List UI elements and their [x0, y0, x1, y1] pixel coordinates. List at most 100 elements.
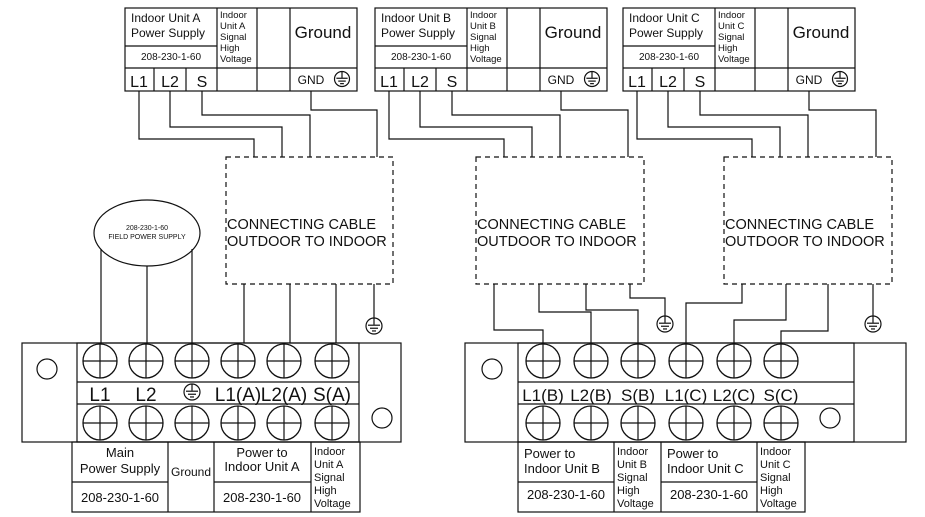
wire — [585, 284, 639, 343]
ground-icon — [365, 317, 383, 335]
ground-label: Ground — [793, 23, 850, 42]
outdoor-right-wires — [493, 284, 882, 343]
signal-label: High — [760, 485, 783, 497]
power-supply-title: Indoor Unit A — [131, 11, 200, 25]
screw-terminal — [314, 405, 350, 441]
power-voltage: 208-230-1-60 — [223, 490, 301, 505]
main-supply-label: Power Supply — [80, 461, 161, 476]
signal-label: High — [718, 43, 738, 54]
cable-label: CONNECTING CABLE — [227, 217, 376, 233]
wire — [310, 91, 378, 157]
wire — [667, 91, 781, 157]
wire — [733, 284, 787, 343]
indoor-unit-frame — [124, 7, 358, 92]
terminal-label-s: S — [197, 74, 208, 91]
terminal-sb: S(B) — [621, 386, 655, 405]
ground-label: Ground — [295, 23, 352, 42]
signal-label: Indoor — [314, 446, 346, 458]
screw-terminal — [668, 343, 704, 379]
screw-terminal — [620, 343, 656, 379]
terminal-l2a: L2(A) — [261, 385, 307, 406]
label-table — [71, 441, 361, 513]
screw-terminal — [220, 343, 256, 379]
terminal-label-l2: L2 — [161, 74, 179, 91]
screw-terminal — [174, 405, 210, 441]
screw-terminal — [716, 405, 752, 441]
signal-label: Indoor — [617, 446, 649, 458]
ground-icon — [183, 383, 201, 401]
screw-terminal — [128, 405, 164, 441]
terminal-l1c: L1(C) — [665, 386, 708, 405]
cable-label: OUTDOOR TO INDOOR — [227, 234, 387, 250]
signal-label: Signal — [220, 32, 246, 43]
screw-terminal — [763, 343, 799, 379]
signal-label: Unit B — [617, 459, 647, 471]
screw-terminal — [314, 343, 350, 379]
screw-terminal — [82, 405, 118, 441]
signal-label: Voltage — [314, 498, 351, 510]
terminal-l1a: L1(A) — [215, 385, 261, 406]
power-to-label: Indoor Unit A — [224, 459, 299, 474]
power-to-label: Indoor Unit B — [524, 461, 600, 476]
wire — [201, 91, 311, 157]
mounting-hole — [371, 407, 393, 429]
wire — [138, 91, 255, 157]
power-to-label: Indoor Unit C — [667, 461, 744, 476]
power-supply-title: Indoor Unit C — [629, 11, 700, 25]
voltage-label: 208-230-1-60 — [670, 487, 748, 502]
terminal-label-l1: L1 — [380, 74, 398, 91]
power-to-label: Power to — [236, 445, 287, 460]
field-supply-ellipse — [93, 199, 201, 267]
signal-label: Voltage — [220, 54, 252, 65]
mounting-hole — [36, 358, 58, 380]
terminal-label-l2: L2 — [659, 74, 677, 91]
ground-icon — [583, 70, 601, 88]
field-supply-voltage: 208-230-1-60 — [126, 225, 168, 232]
signal-label: Indoor — [760, 446, 792, 458]
gnd-label: GND — [796, 73, 823, 87]
terminal-l1b: L1(B) — [522, 386, 564, 405]
screw-terminal — [82, 343, 118, 379]
terminal-l2c: L2(C) — [713, 386, 756, 405]
wire — [636, 91, 753, 157]
signal-label: Voltage — [718, 54, 750, 65]
terminal-l2: L2 — [135, 385, 156, 406]
main-supply-label: Main — [106, 445, 134, 460]
outdoor-left-wires — [243, 284, 383, 343]
wire — [169, 91, 283, 157]
wire — [808, 91, 877, 157]
voltage-label: 208-230-1-60 — [391, 52, 451, 63]
voltage-label: 208-230-1-60 — [141, 52, 201, 63]
ground-icon — [656, 315, 674, 333]
signal-label: High — [617, 485, 640, 497]
main-voltage: 208-230-1-60 — [81, 490, 159, 505]
signal-label: Signal — [470, 32, 496, 43]
cable-label: OUTDOOR TO INDOOR — [477, 234, 637, 250]
gnd-label: GND — [298, 73, 325, 87]
signal-label: Signal — [718, 32, 744, 43]
mounting-hole — [481, 358, 503, 380]
screw-terminal — [716, 343, 752, 379]
signal-label: Voltage — [470, 54, 502, 65]
wire — [451, 91, 561, 157]
ground-icon — [831, 70, 849, 88]
screw-terminal — [128, 343, 164, 379]
power-supply-title: Power Supply — [629, 26, 703, 40]
signal-label: Signal — [760, 472, 791, 484]
wire — [388, 91, 505, 157]
signal-label: Voltage — [760, 498, 797, 510]
screw-terminal — [763, 405, 799, 441]
terminal-sc: S(C) — [764, 386, 799, 405]
signal-label: High — [314, 485, 337, 497]
terminal-label-s: S — [447, 74, 458, 91]
screw-terminal — [525, 343, 561, 379]
signal-label: Unit C — [760, 459, 791, 471]
